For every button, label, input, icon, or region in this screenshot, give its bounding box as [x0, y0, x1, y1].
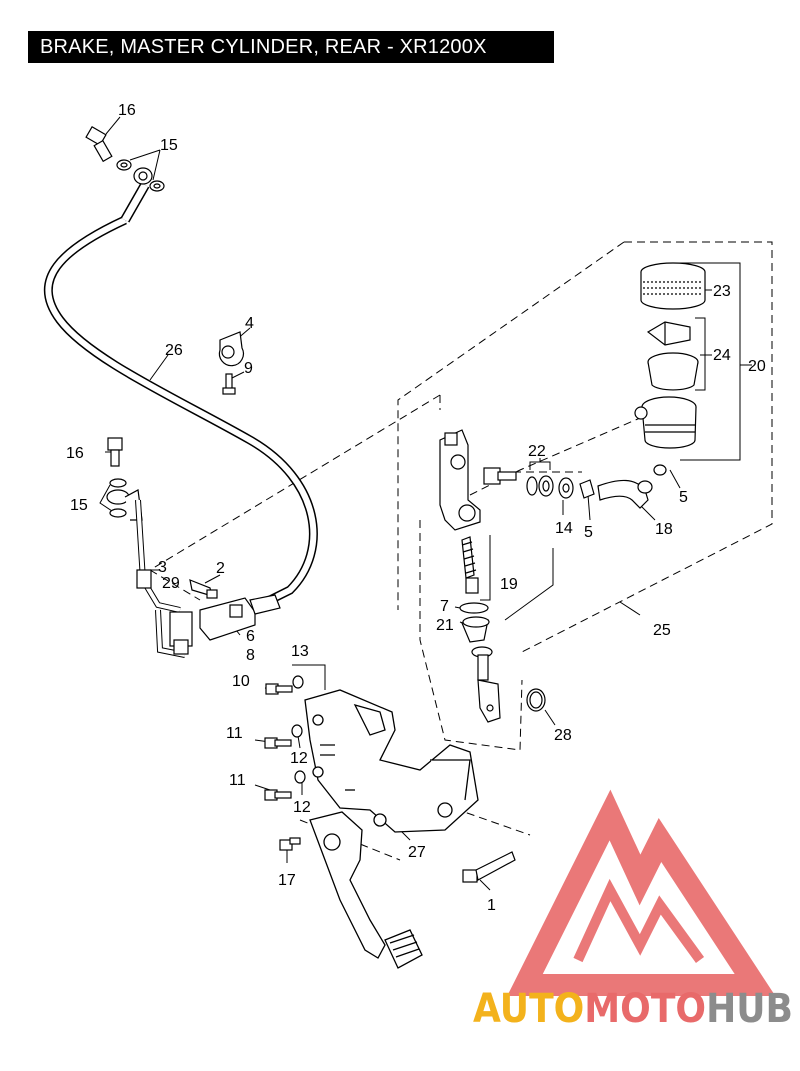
callout-label: 16 — [66, 445, 84, 462]
fasteners — [264, 675, 516, 883]
callout-labels: 16 15 4 26 9 23 24 20 22 5 14 5 18 16 15… — [66, 102, 766, 914]
brake-hose — [44, 182, 318, 605]
callout-label: 5 — [584, 524, 593, 541]
callout-label: 18 — [655, 521, 673, 538]
svg-text:AUTOMOTOHUB: AUTOMOTOHUB — [473, 986, 793, 1032]
callout-label: 29 — [162, 575, 180, 592]
callout-label: 28 — [554, 727, 572, 744]
callout-label: 19 — [500, 576, 518, 593]
callout-label: 9 — [244, 360, 253, 377]
callout-label: 16 — [118, 102, 136, 119]
callout-label: 21 — [436, 617, 454, 634]
watermark-wordmark: AUTOMOTOHUB — [473, 986, 793, 1032]
callout-label: 1 — [487, 897, 496, 914]
pushrod-assembly — [459, 536, 546, 723]
reservoir-fittings — [526, 464, 667, 509]
callout-label: 3 — [158, 559, 167, 576]
watermark-part2: MOTO — [584, 986, 706, 1032]
callout-label: 26 — [165, 342, 183, 359]
callout-label: 25 — [653, 622, 671, 639]
callout-label: 13 — [291, 643, 309, 660]
callout-label: 15 — [70, 497, 88, 514]
callout-label: 7 — [440, 598, 449, 615]
mounting-plate — [304, 689, 479, 833]
callout-label: 14 — [555, 520, 573, 537]
callout-label: 11 — [229, 772, 246, 789]
callout-label: 12 — [293, 799, 311, 816]
watermark-part1: AUTO — [473, 986, 584, 1032]
hose-clamp — [218, 331, 245, 395]
watermark-part3: HUB — [706, 986, 793, 1032]
callout-label: 5 — [679, 489, 688, 506]
callout-label: 8 — [246, 647, 255, 664]
fluid-reservoir — [634, 262, 706, 449]
callout-label: 12 — [290, 750, 308, 767]
callout-label: 17 — [278, 872, 296, 889]
callout-label: 27 — [408, 844, 426, 861]
banjo-bolt-top — [85, 125, 165, 192]
callout-label: 24 — [713, 347, 731, 364]
brake-line — [135, 499, 186, 658]
callout-label: 23 — [713, 283, 731, 300]
callout-label: 2 — [216, 560, 225, 577]
callout-label: 15 — [160, 137, 178, 154]
callout-label: 4 — [245, 315, 254, 332]
callout-label: 6 — [246, 628, 255, 645]
callout-label: 22 — [528, 443, 546, 460]
master-cylinder-body — [439, 429, 517, 531]
brake-pedal — [309, 811, 423, 969]
page-title: BRAKE, MASTER CYLINDER, REAR - XR1200X — [28, 31, 554, 63]
callout-label: 20 — [748, 358, 766, 375]
callout-label: 11 — [226, 725, 243, 742]
callout-label: 10 — [232, 673, 250, 690]
hose-bracket — [169, 579, 281, 655]
watermark-logo — [507, 789, 776, 996]
